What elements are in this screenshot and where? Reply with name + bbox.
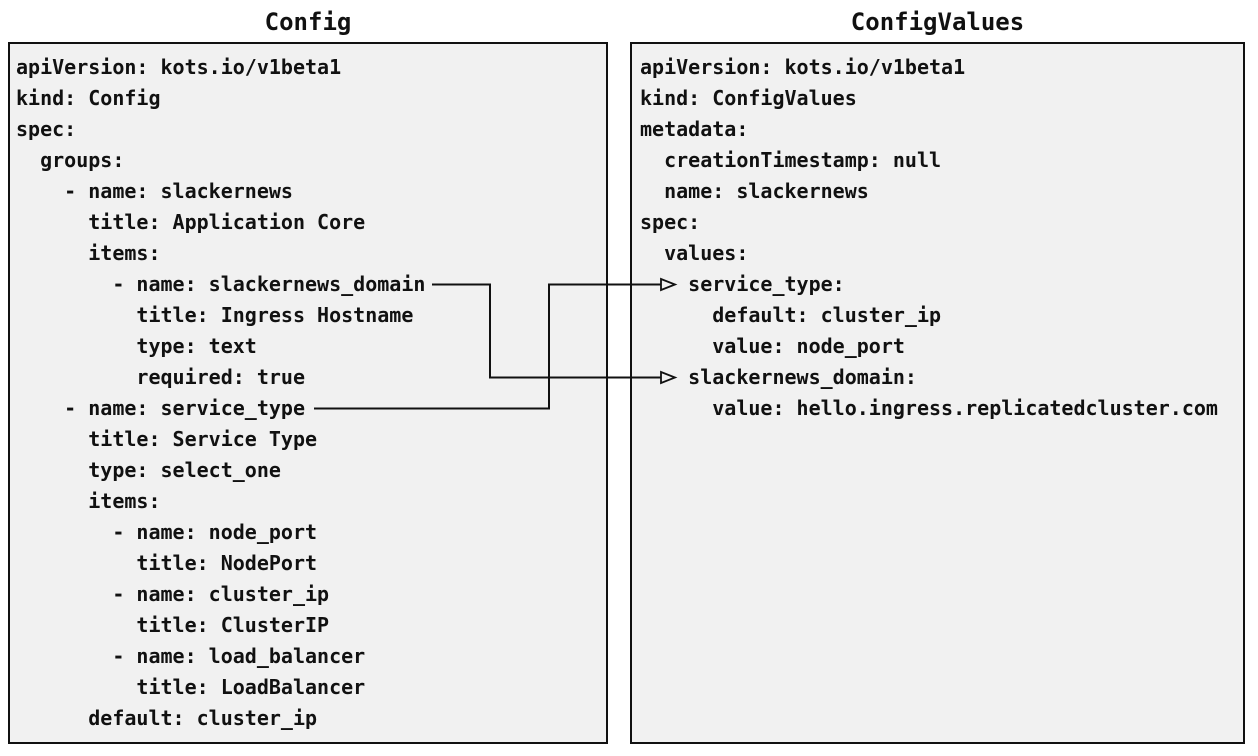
config-panel-title: Config [264, 8, 352, 36]
configvalues-panel: apiVersion: kots.io/v1beta1 kind: Config… [630, 42, 1245, 744]
configvalues-panel-title: ConfigValues [850, 8, 1025, 36]
configvalues-yaml-code: apiVersion: kots.io/v1beta1 kind: Config… [640, 55, 1218, 420]
config-yaml-code: apiVersion: kots.io/v1beta1 kind: Config… [16, 55, 426, 730]
config-panel: apiVersion: kots.io/v1beta1 kind: Config… [8, 42, 608, 744]
